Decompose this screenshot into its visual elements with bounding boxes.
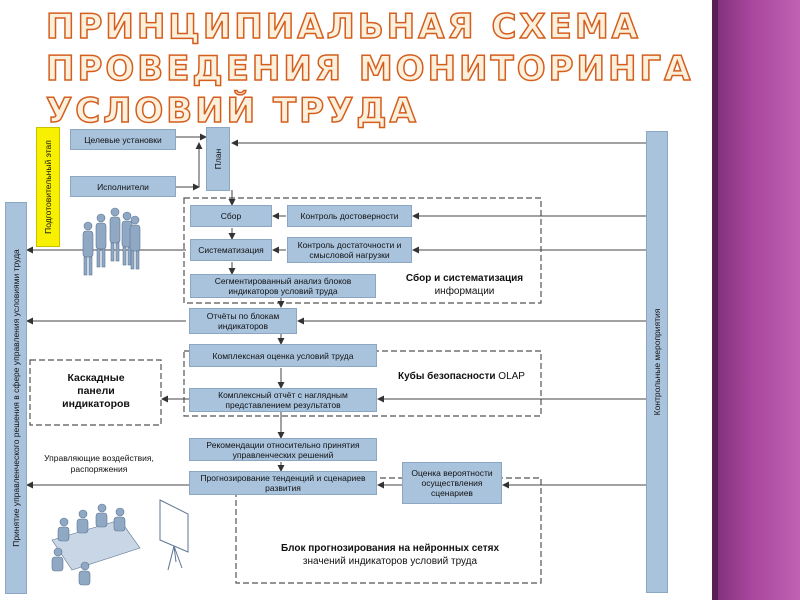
forecasting-box: Прогнозирование тенденций и сценариев ра… bbox=[189, 471, 377, 495]
neural-block-frame bbox=[235, 477, 542, 584]
olap-bold-label: Кубы безопасности bbox=[398, 371, 496, 382]
neural-block-title: Блок прогнозирования на нейронных сетях bbox=[280, 543, 500, 554]
control-measures-label: Контрольные мероприятия bbox=[652, 308, 662, 416]
collection-box: Сбор bbox=[190, 205, 272, 227]
olap-block-frame bbox=[183, 350, 542, 417]
control-measures-bar: Контрольные мероприятия bbox=[646, 131, 668, 593]
decorative-side-panel bbox=[712, 0, 800, 600]
page-title: Принципиальная схема проведения монитори… bbox=[45, 6, 706, 132]
olap-block-caption: Кубы безопасности OLAP bbox=[384, 370, 539, 383]
systematization-box: Систематизация bbox=[190, 239, 272, 261]
meeting-table-icon bbox=[51, 503, 141, 586]
complex-assessment-box: Комплексная оценка условий труда bbox=[189, 344, 377, 367]
collection-block-subtitle: информации bbox=[434, 286, 495, 297]
title-line-1: Принципиальная схема bbox=[45, 6, 641, 48]
prep-stage-box: Подготовительный этап bbox=[36, 127, 60, 247]
title-line-2: проведения мониторинга bbox=[45, 48, 694, 90]
plan-label: План bbox=[213, 148, 223, 170]
decision-making-label: Принятие управленческого решения в сфере… bbox=[11, 249, 21, 547]
collection-block-title: Сбор и систематизация bbox=[405, 273, 524, 284]
complex-report-box: Комплексный отчёт с наглядным представле… bbox=[189, 388, 377, 412]
people-group-icon bbox=[82, 207, 141, 276]
neural-block-subtitle: значений индикаторов условий труда bbox=[302, 556, 478, 567]
olap-rest-label: OLAP bbox=[495, 371, 525, 382]
target-settings-box: Целевые установки bbox=[70, 129, 176, 150]
sufficiency-control-box: Контроль достаточности и смысловой нагру… bbox=[287, 237, 412, 263]
recommendations-box: Рекомендации относительно принятия управ… bbox=[189, 438, 377, 461]
cascade-panels-frame bbox=[29, 359, 162, 426]
cascade-panels-label: Каскадные панели индикаторов bbox=[62, 372, 130, 410]
collection-block-caption: Сбор и систематизация информации bbox=[392, 272, 537, 298]
reliability-control-box: Контроль достоверности bbox=[287, 205, 412, 227]
decision-making-bar: Принятие управленческого решения в сфере… bbox=[5, 202, 27, 594]
prep-stage-label: Подготовительный этап bbox=[43, 140, 53, 234]
executors-box: Исполнители bbox=[70, 176, 176, 197]
title-line-3: условий труда bbox=[45, 90, 419, 132]
presentation-board-icon bbox=[159, 499, 189, 571]
probability-box: Оценка вероятности осуществления сценари… bbox=[402, 462, 502, 504]
block-reports-box: Отчёты по блокам индикаторов bbox=[189, 308, 297, 334]
segmented-analysis-box: Сегментированный анализ блоков индикатор… bbox=[190, 274, 376, 298]
management-actions-label: Управляющие воздействия, распоряжения bbox=[44, 453, 154, 474]
neural-block-caption: Блок прогнозирования на нейронных сетях … bbox=[250, 542, 530, 568]
plan-box: План bbox=[206, 127, 230, 191]
